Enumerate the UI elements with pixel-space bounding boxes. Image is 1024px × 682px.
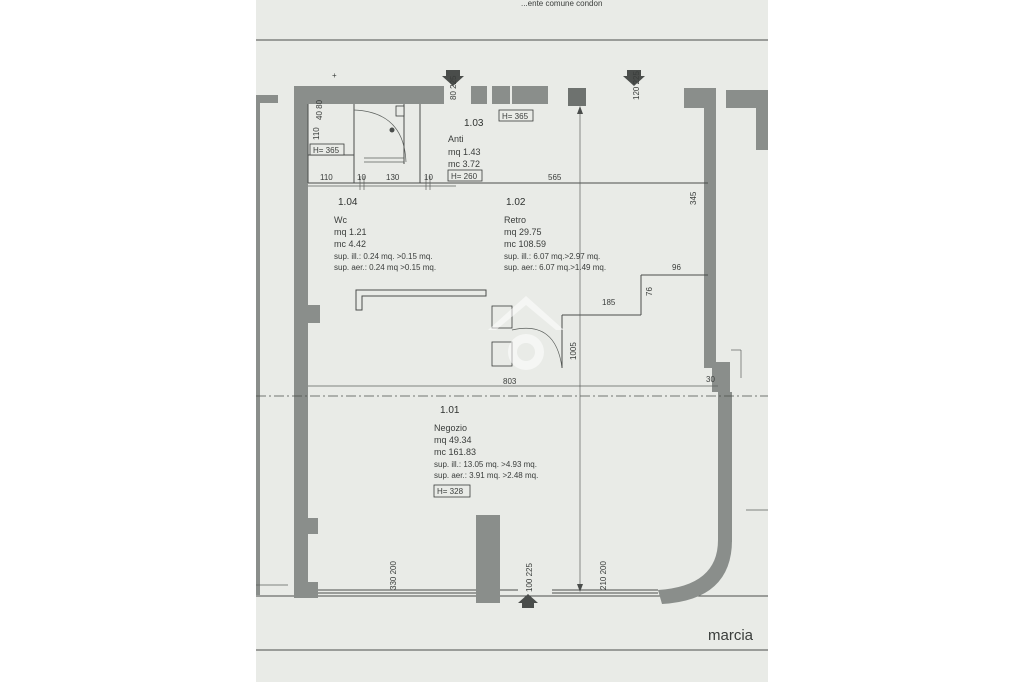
neighbor-wall-left-top	[256, 95, 278, 103]
room-103-height: H= 260	[451, 172, 478, 181]
outer-wall-left	[294, 86, 308, 598]
neighbor-wall-right-top	[726, 90, 756, 108]
room-101-height-box	[433, 484, 471, 498]
room-102-area: mq 29.75	[504, 227, 542, 237]
watermark-logo-icon	[488, 296, 564, 370]
dim-110-vertical: 110	[312, 127, 321, 140]
pillar-top-3	[568, 88, 586, 106]
top-window-height-box	[498, 109, 534, 122]
room-101-volume: mc 161.83	[434, 447, 476, 457]
wall-niche-2	[308, 518, 318, 534]
room-102-name: Retro	[504, 215, 526, 225]
plus-marker-top: +	[332, 71, 337, 80]
entrance-arrow-top-2	[623, 70, 645, 86]
room-104-code: 1.04	[338, 197, 358, 208]
fixture-dot-icon	[389, 127, 395, 133]
sink-icon	[395, 105, 405, 117]
outer-wall-corner-curve	[658, 540, 732, 604]
wc-window-height: H= 365	[313, 146, 340, 155]
dim-1005: 1005	[569, 342, 578, 360]
retro-door-swing	[511, 327, 563, 369]
room-102-sup-aer: sup. aer.: 6.07 mq.>1.49 mq.	[504, 263, 606, 272]
wall-niche-1	[308, 305, 320, 323]
header-text: ...ente comune condon	[521, 0, 602, 8]
dim-76: 76	[645, 287, 654, 296]
dim-30: 30	[706, 375, 715, 384]
dim-96: 96	[672, 263, 681, 272]
dimension-arrow-top	[577, 106, 583, 114]
dimension-arrow-bottom	[577, 584, 583, 592]
room-101-sup-aer: sup. aer.: 3.91 mq. >2.48 mq.	[434, 471, 538, 480]
neighbor-wall-right	[756, 90, 768, 150]
street-label: marcia	[708, 627, 754, 644]
outer-wall-top-mid	[344, 86, 444, 104]
dim-130: 130	[386, 173, 400, 182]
pillar-top-1	[471, 86, 487, 104]
room-101-area: mq 49.34	[434, 435, 472, 445]
dim-345: 345	[689, 191, 698, 205]
neighbor-wall-left	[256, 100, 260, 595]
pillar-top-2	[492, 86, 510, 104]
dim-110: 110	[320, 173, 333, 182]
room-102-volume: mc 108.59	[504, 239, 546, 249]
outer-wall-right	[704, 88, 716, 368]
room-101-code: 1.01	[440, 405, 460, 416]
room-104-area: mq 1.21	[334, 227, 367, 237]
top-window-height: H= 365	[502, 112, 529, 121]
room-104-name: Wc	[334, 215, 347, 225]
dim-565: 565	[548, 173, 562, 182]
room-101-sup-ill: sup. ill.: 13.05 mq. >4.93 mq.	[434, 460, 537, 469]
dim-185: 185	[602, 298, 616, 307]
window-dim-bottom-2: 100 225	[525, 563, 534, 592]
outer-wall-top-right	[512, 86, 548, 104]
window-dim-bottom-1: 330 200	[389, 561, 398, 590]
entrance-arrow-top-1	[442, 70, 464, 86]
room-103-name: Anti	[448, 134, 464, 144]
wc-door-swing	[353, 109, 407, 163]
dim-10-b: 10	[424, 173, 433, 182]
outer-wall-top-left	[294, 86, 344, 104]
window-dim-bottom-3: 210 200	[599, 561, 608, 590]
retro-counter	[355, 289, 487, 311]
room-103-area: mq 1.43	[448, 147, 481, 157]
outer-wall-right-lower	[718, 392, 732, 542]
pillar-bottom-center	[476, 515, 500, 603]
room-104-sup-aer: sup. aer.: 0.24 mq >0.15 mq.	[334, 263, 436, 272]
dim-10-a: 10	[357, 173, 366, 182]
room-103-height-box	[447, 169, 483, 182]
wc-window-height-box	[309, 143, 345, 156]
room-101-height: H= 328	[437, 487, 464, 496]
entrance-arrow-bottom	[518, 594, 538, 608]
room-101-name: Negozio	[434, 423, 467, 433]
pillar-bottom-left	[294, 582, 318, 598]
room-104-volume: mc 4.42	[334, 239, 366, 249]
room-103-code: 1.03	[464, 118, 484, 129]
room-102-sup-ill: sup. ill.: 6.07 mq.>2.97 mq.	[504, 252, 600, 261]
floor-plan-sheet: ...ente comune condon	[256, 0, 768, 682]
dim-803: 803	[503, 377, 517, 386]
floor-plan-drawing: ...ente comune condon	[256, 0, 768, 651]
window-dim-top-1: 80 225	[449, 75, 458, 100]
dim-40-80: 40 80	[315, 99, 324, 120]
room-104-sup-ill: sup. ill.: 0.24 mq. >0.15 mq.	[334, 252, 433, 261]
room-102-code: 1.02	[506, 197, 526, 208]
window-dim-top-2: 120 225	[632, 71, 641, 100]
outer-wall-right-step	[712, 362, 730, 392]
room-103-volume: mc 3.72	[448, 159, 480, 169]
